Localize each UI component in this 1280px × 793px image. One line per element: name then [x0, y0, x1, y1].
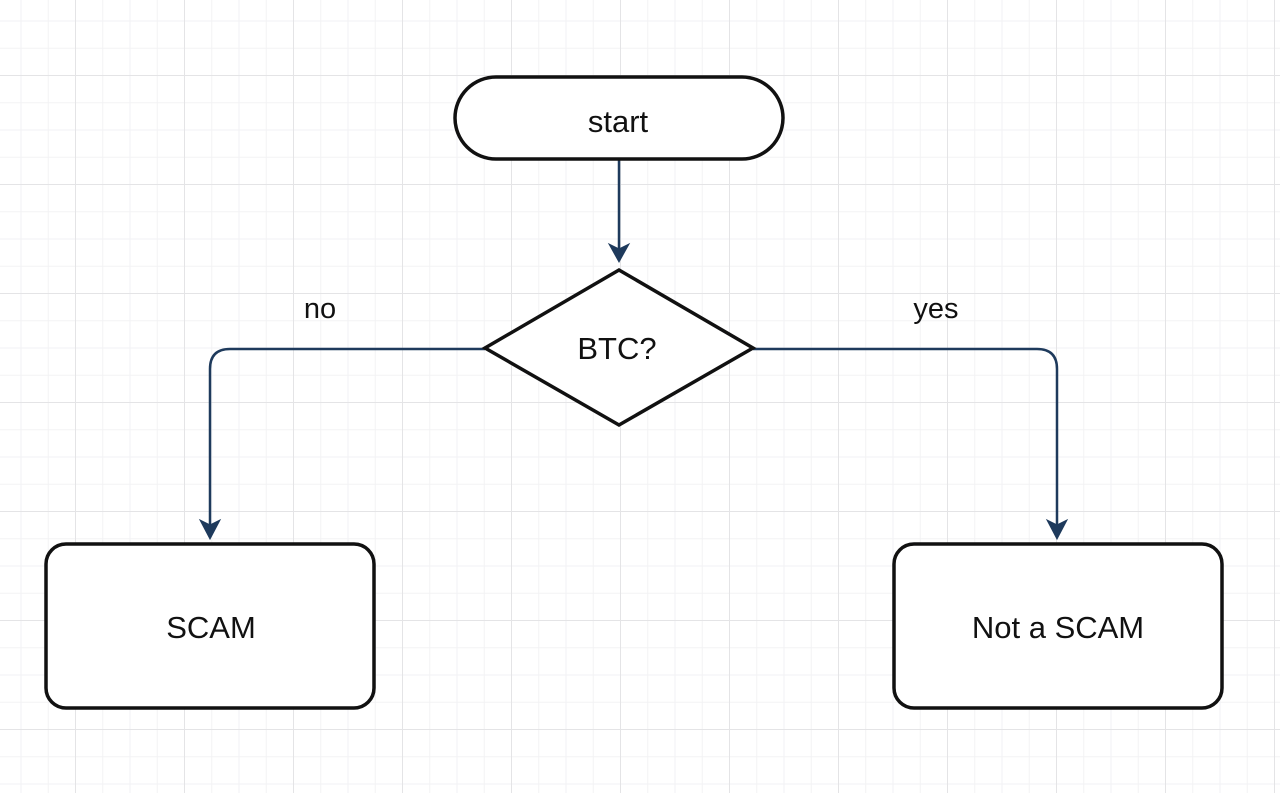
node-start-shape[interactable]	[453, 75, 785, 161]
edge-decision-to-scam-arrowhead	[198, 518, 222, 541]
node-decision[interactable]: BTC?	[481, 267, 757, 428]
node-scam-label: SCAM	[166, 610, 256, 645]
edge-label-no: no	[304, 293, 336, 325]
node-start[interactable]: start	[453, 75, 785, 161]
edge-decision-to-not-scam-arrowhead	[1045, 518, 1069, 541]
node-scam[interactable]: SCAM	[44, 542, 376, 710]
node-not-scam-shape[interactable]	[892, 542, 1224, 710]
node-start-label: start	[588, 104, 649, 139]
edge-label-yes: yes	[913, 293, 958, 325]
edge-decision-to-scam-line	[208, 347, 485, 532]
edge-decision-to-not-scam-line	[753, 347, 1059, 532]
node-scam-shape[interactable]	[44, 542, 376, 710]
node-decision-shape[interactable]	[481, 267, 757, 428]
edge-start-to-decision	[607, 160, 631, 264]
node-decision-label: BTC?	[577, 331, 656, 366]
edge-start-to-decision-arrowhead	[607, 242, 631, 264]
node-not-scam-label: Not a SCAM	[972, 610, 1144, 645]
edge-decision-to-not-scam	[753, 347, 1069, 541]
edge-decision-to-scam	[198, 347, 485, 541]
node-not-scam[interactable]: Not a SCAM	[892, 542, 1224, 710]
